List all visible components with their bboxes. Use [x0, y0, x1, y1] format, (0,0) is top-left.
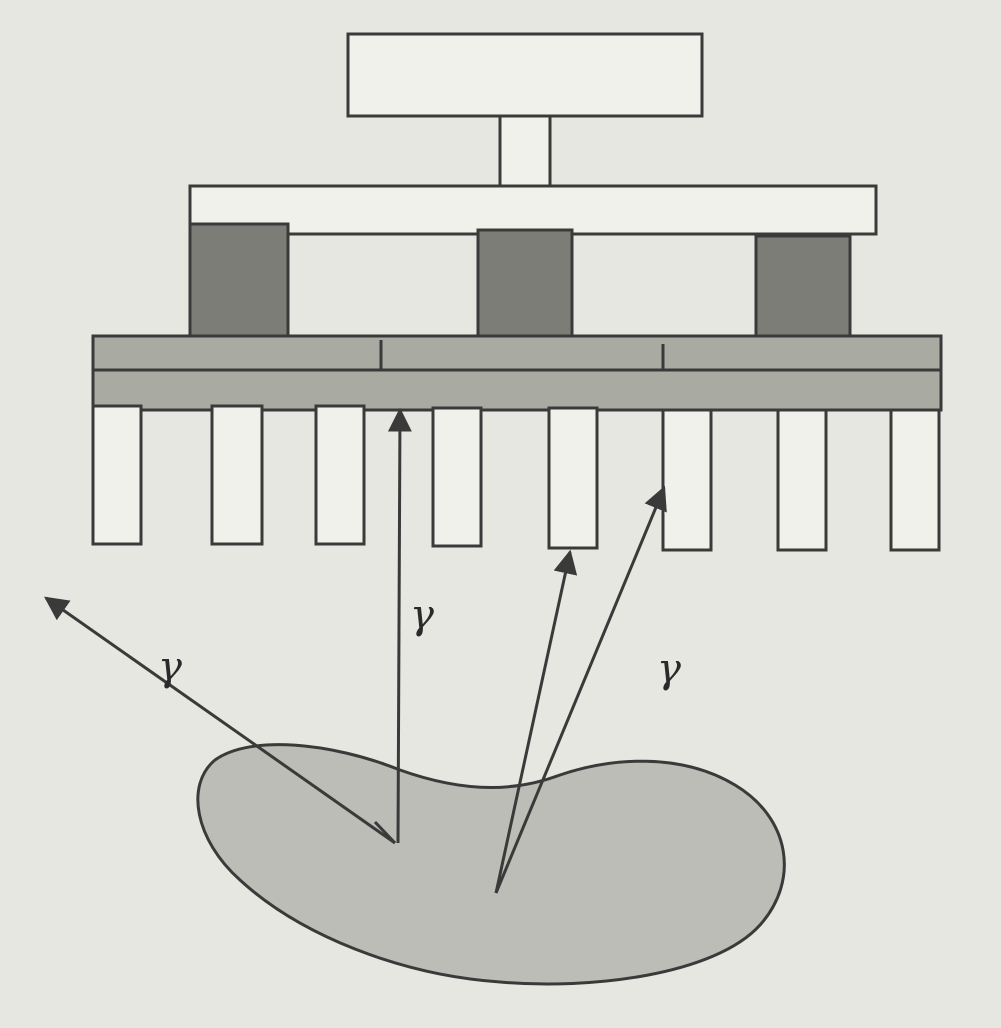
- photomultiplier-tubes: [188, 222, 852, 346]
- collimator: [91, 404, 941, 552]
- gamma-ray-center-arrow: [387, 407, 412, 844]
- gamma-ray-right-outer-arrow: [494, 485, 667, 894]
- gamma-rays: [44, 407, 667, 894]
- gamma-label-left: γ: [158, 644, 182, 690]
- collimator-septum: [314, 404, 366, 546]
- radioactive-source-body: [196, 743, 786, 986]
- electronics-bar: [188, 184, 878, 236]
- gamma-label-center: γ: [410, 592, 434, 638]
- signal-connector: [498, 114, 552, 190]
- gamma-ray-right-inner-arrow: [494, 549, 578, 894]
- collimator-septum: [91, 404, 143, 546]
- photomultiplier-tube-center: [476, 228, 574, 342]
- gamma-label-right: γ: [657, 646, 681, 692]
- output-display: [346, 32, 704, 118]
- collimator-septum: [431, 406, 483, 548]
- collimator-septum: [776, 408, 828, 552]
- collimator-septum: [889, 408, 941, 552]
- scintillation-crystal: [91, 368, 943, 412]
- collimator-septum: [547, 406, 599, 550]
- light-guide-layer: [91, 334, 943, 374]
- photomultiplier-tube-right: [754, 234, 852, 346]
- collimator-septum: [661, 408, 713, 552]
- gamma-ray-left-arrow: [44, 596, 396, 845]
- collimator-septum: [210, 404, 264, 546]
- photomultiplier-tube-left: [188, 222, 290, 338]
